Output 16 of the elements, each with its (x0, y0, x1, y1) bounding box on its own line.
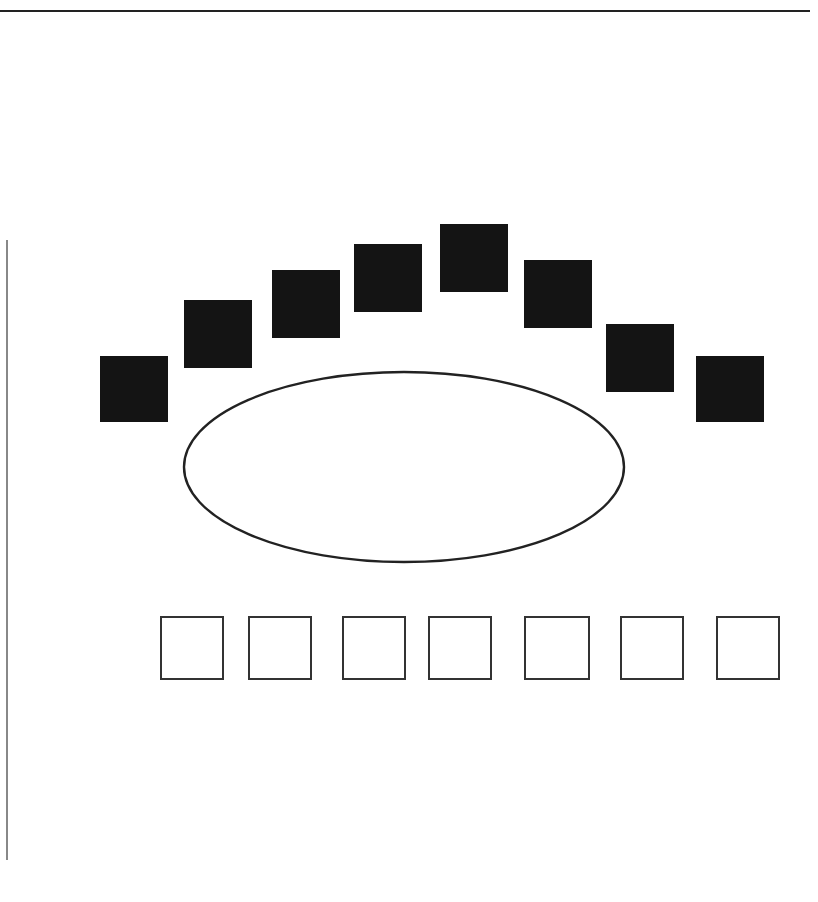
empty-square (716, 616, 780, 680)
ellipse (182, 370, 626, 564)
empty-square (248, 616, 312, 680)
empty-square (428, 616, 492, 680)
filled-square (524, 260, 592, 328)
empty-square (524, 616, 590, 680)
filled-square (272, 270, 340, 338)
filled-square (100, 356, 168, 422)
filled-square (606, 324, 674, 392)
filled-square (354, 244, 422, 312)
empty-square (620, 616, 684, 680)
empty-square (342, 616, 406, 680)
empty-square (160, 616, 224, 680)
filled-square (696, 356, 764, 422)
filled-square (184, 300, 252, 368)
filled-square (440, 224, 508, 292)
